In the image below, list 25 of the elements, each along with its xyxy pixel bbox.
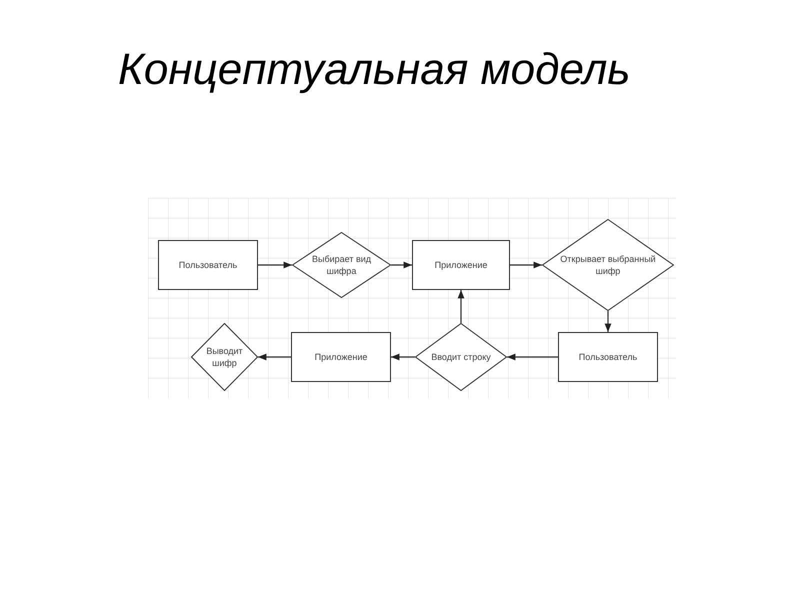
decision-diamond (292, 232, 391, 298)
arrow (391, 354, 415, 360)
node-label: Выводит шифр (205, 345, 244, 369)
arrow (258, 262, 292, 268)
process-box (412, 240, 510, 290)
decision-diamond (191, 323, 258, 391)
node-label: Приложение (314, 351, 368, 363)
arrow (510, 262, 542, 268)
process-box (158, 240, 258, 290)
arrow (391, 262, 412, 268)
node-label: Пользователь (578, 351, 638, 363)
node-label: Вводит строку (430, 351, 492, 363)
node-label: Выбирает вид шифра (310, 253, 372, 277)
process-box (558, 332, 658, 382)
arrow (604, 311, 612, 332)
process-box (291, 332, 391, 382)
arrow (458, 290, 464, 323)
decision-diamond (542, 219, 674, 311)
node-label: Приложение (434, 259, 488, 271)
node-label: Пользователь (178, 259, 238, 271)
arrow (507, 354, 558, 360)
decision-diamond (415, 323, 507, 391)
slide-title: Концептуальная модель (118, 48, 630, 92)
node-label: Открывает выбранный шифр (559, 253, 657, 277)
arrow (258, 354, 291, 360)
